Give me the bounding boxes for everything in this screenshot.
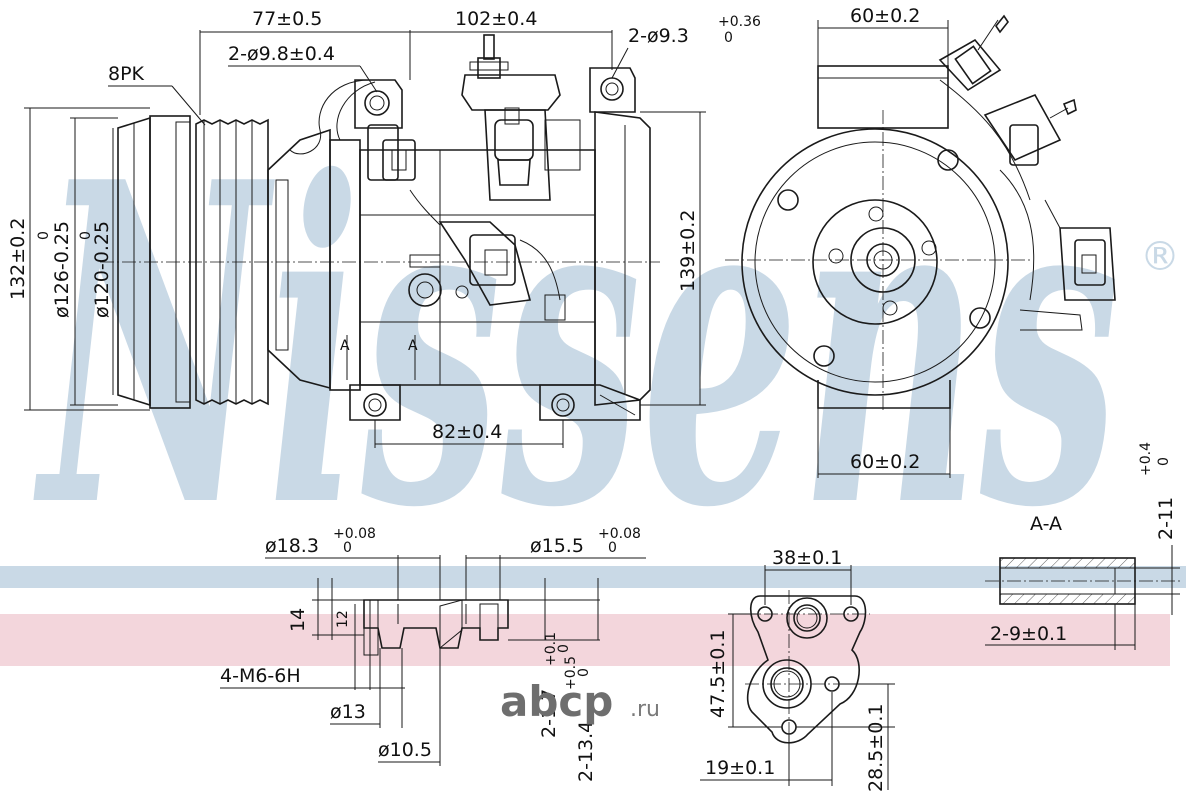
- brand-logo: abcp .ru: [500, 677, 660, 726]
- front-view: [725, 14, 1116, 410]
- dim-1-7-up: +0.1: [543, 632, 559, 666]
- top-mount-ear-left: [354, 79, 403, 129]
- flange-outline: [746, 595, 867, 744]
- dim-60-bottom: 60±0.2: [850, 451, 920, 473]
- dim-11-low: 0: [1156, 457, 1172, 466]
- brand-name: abcp: [500, 677, 613, 726]
- dim-hole-9-8: 2-ø9.8±0.4: [228, 43, 335, 65]
- dim-belt-8pk: 8PK: [108, 63, 145, 85]
- dim-102: 102±0.4: [455, 8, 537, 30]
- dim-19: 19±0.1: [705, 757, 775, 779]
- dim-9: 2-9±0.1: [990, 623, 1067, 645]
- mount-hole-top-left: [364, 90, 390, 116]
- watermark: Nissens ®: [0, 87, 1186, 666]
- rear-cover: [594, 111, 651, 406]
- dim-13-4: 2-13.4: [575, 721, 597, 782]
- top-valve-boss: [461, 74, 561, 111]
- dim-18-3: ø18.3: [265, 535, 319, 557]
- dim-126-up: 0: [36, 231, 52, 240]
- dim-126: ø126-0.25: [51, 221, 73, 318]
- dim-18-3-low: 0: [343, 540, 352, 556]
- watermark-text: Nissens: [32, 87, 1120, 604]
- wiring-harness-side: [289, 79, 566, 321]
- dim-139: 139±0.2: [677, 210, 699, 292]
- dim-12: 12: [335, 610, 351, 628]
- dim-hole-9-3-tol-low: 0: [724, 30, 733, 46]
- fitting-plate: [363, 599, 509, 649]
- watermark-band-blue: [0, 566, 1186, 588]
- dim-15-5-low: 0: [608, 540, 617, 556]
- dim-15-5: ø15.5: [530, 535, 584, 557]
- side-view: A A: [100, 34, 660, 421]
- bottom-mount-ear-right: [539, 384, 641, 421]
- fitting-hatch-left: [363, 599, 379, 656]
- side-view-dimensions: 77±0.5 102±0.4 2-ø9.8±0.4 2-ø9.3 +0.36 0…: [7, 8, 761, 448]
- bottom-mount-ear-left: [349, 384, 401, 421]
- flange-plate: 38±0.1 47.5±0.1 28.5±0.1 19±0.1: [700, 547, 895, 792]
- front-hub-plate: [812, 199, 938, 325]
- brand-suffix: .ru: [630, 697, 660, 722]
- top-mount-ear-right: [589, 67, 636, 113]
- flange-port-top: [786, 597, 828, 639]
- dim-132: 132±0.2: [7, 218, 29, 300]
- mount-hole-bottom-right: [551, 393, 575, 417]
- mount-hole-bottom-left: [363, 393, 387, 417]
- dim-28-5: 28.5±0.1: [865, 704, 887, 792]
- dim-18-3-up: +0.08: [333, 526, 376, 542]
- dim-14: 14: [287, 608, 309, 632]
- dim-hole-9-3: 2-ø9.3: [628, 25, 689, 47]
- dim-77: 77±0.5: [252, 8, 322, 30]
- dim-15-5-up: +0.08: [598, 526, 641, 542]
- section-mark-a-right: A: [408, 338, 418, 354]
- front-pulley-outer: [741, 128, 1009, 396]
- dim-11: 2-11: [1155, 497, 1177, 540]
- section-title: A-A: [1030, 513, 1062, 535]
- wiring-harness-front: [938, 14, 1116, 331]
- dim-38: 38±0.1: [772, 547, 842, 569]
- dim-1-7: 2-1.7: [538, 689, 560, 738]
- dim-11-up: +0.4: [1138, 442, 1154, 476]
- dim-m6: 4-M6-6H: [220, 665, 301, 687]
- dim-1-7-low: 0: [556, 644, 572, 653]
- dim-120: ø120-0.25: [91, 221, 113, 318]
- dim-120-up: 0: [78, 231, 94, 240]
- dim-10-5: ø10.5: [378, 739, 432, 761]
- front-view-dimensions: 60±0.2 60±0.2: [817, 5, 951, 478]
- dim-13: ø13: [330, 701, 366, 723]
- dim-82: 82±0.4: [432, 421, 502, 443]
- section-a-a: A-A 2-11 +0.4 0 2-9±0.1: [985, 442, 1180, 650]
- section-hatch-bottom: [1000, 594, 1135, 604]
- section-hatch-top: [1000, 558, 1135, 568]
- fitting-hatch-center: [439, 599, 463, 650]
- dim-13-4-low: 0: [576, 668, 592, 677]
- section-mark-a-left: A: [340, 338, 350, 354]
- dim-13-4-up: +0.5: [563, 656, 579, 690]
- fitting-section: ø18.3 +0.08 0 ø15.5 +0.08 0 14 12 4-M6-6…: [220, 526, 646, 782]
- front-pulley-inner: [754, 141, 996, 383]
- watermark-registered: ®: [1140, 234, 1180, 280]
- dim-60-top: 60±0.2: [850, 5, 920, 27]
- dim-hole-9-3-tol-up: +0.36: [718, 14, 761, 30]
- front-bottom-feet: [817, 380, 951, 409]
- port-fitting: [484, 109, 551, 201]
- dim-47-5: 47.5±0.1: [707, 630, 729, 718]
